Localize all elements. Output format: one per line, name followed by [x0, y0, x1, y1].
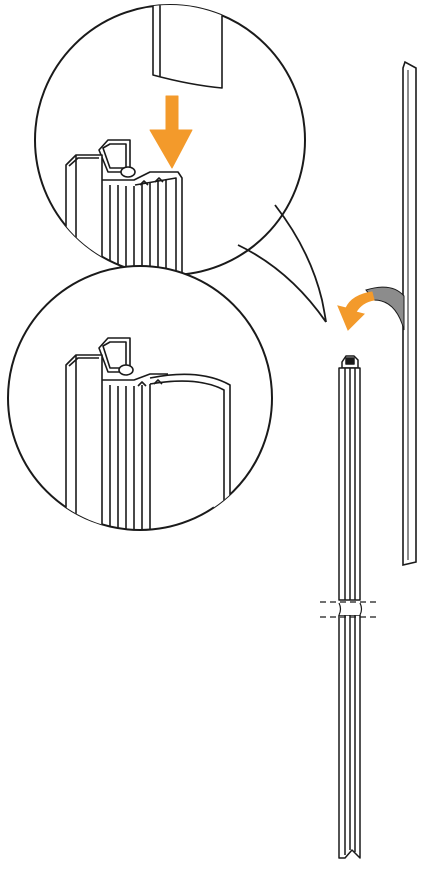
seal-strip-top [152, 5, 223, 89]
bottom-detail-callout [7, 265, 273, 531]
break-gap [336, 602, 363, 616]
top-detail-callout [34, 4, 306, 276]
curved-arrow-icon [337, 291, 375, 331]
magnify-callout-icon [237, 204, 327, 323]
long-profile-bar [338, 355, 361, 859]
door-profile-bottom [65, 337, 231, 530]
gray-seal-strip [365, 60, 417, 567]
arrow-down-icon [149, 95, 193, 169]
